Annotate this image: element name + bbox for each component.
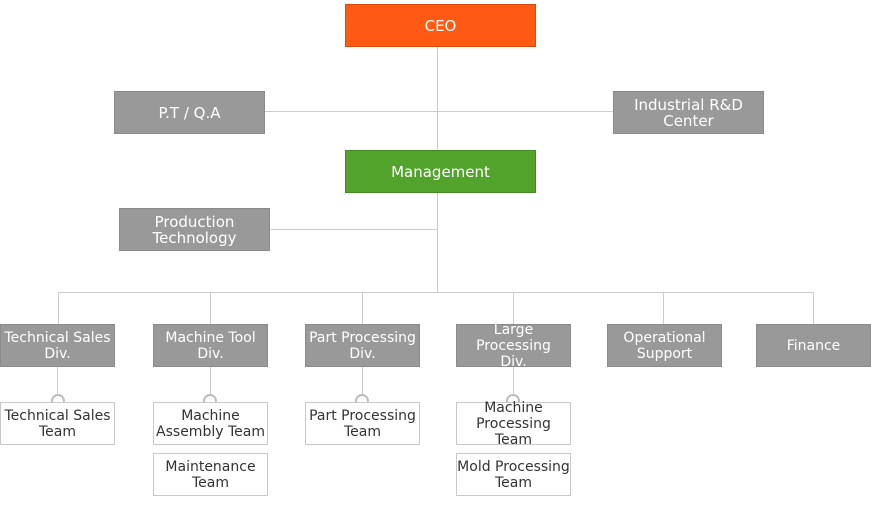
division-large-processing: Large Processing Div. (456, 322, 571, 370)
division-finance: Finance (756, 324, 871, 367)
pt-qa-node: P.T / Q.A (114, 91, 265, 134)
ceo-node: CEO (345, 4, 536, 47)
team-technical-sales: Technical Sales Team (0, 402, 115, 445)
industrial-rnd-center-node: Industrial R&D Center (613, 91, 764, 134)
division-machine-tool: Machine Tool Div. (153, 324, 268, 367)
division-operational-support: Operational Support (607, 324, 722, 367)
division-part-processing: Part Processing Div. (305, 324, 420, 367)
team-machine-assembly: Machine Assembly Team (153, 402, 268, 445)
management-node: Management (345, 150, 536, 193)
team-maintenance: Maintenance Team (153, 453, 268, 496)
team-machine-processing: Machine Processing Team (456, 400, 571, 448)
production-technology-node: Production Technology (119, 208, 270, 251)
team-part-processing: Part Processing Team (305, 402, 420, 445)
team-mold-processing: Mold Processing Team (456, 453, 571, 496)
division-technical-sales: Technical Sales Div. (0, 324, 115, 367)
